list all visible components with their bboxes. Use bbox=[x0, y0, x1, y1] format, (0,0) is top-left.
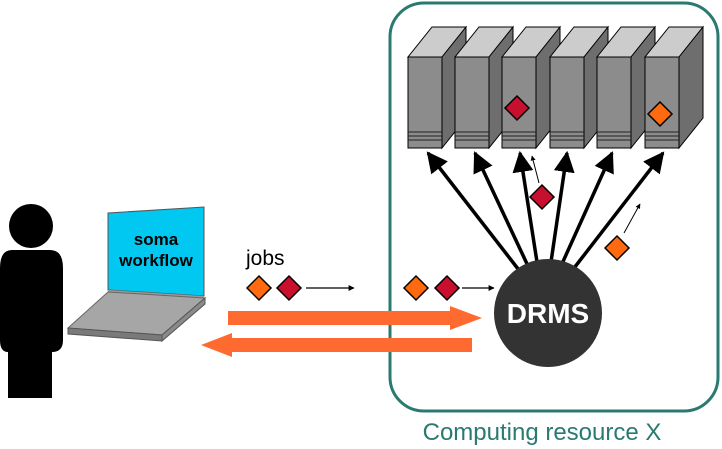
dispatch-arrow bbox=[512, 150, 539, 263]
dispatch-arrow bbox=[549, 150, 575, 263]
dispatch-arrow bbox=[559, 151, 614, 267]
server-rack-icon bbox=[643, 25, 705, 150]
submit-transfer-arrow bbox=[228, 306, 482, 330]
drms-node bbox=[494, 259, 602, 367]
job-diamond-icon bbox=[603, 234, 631, 262]
jobs-label: jobs bbox=[245, 247, 285, 270]
laptop-icon: soma workflow bbox=[66, 206, 207, 343]
job-diamond-icon bbox=[275, 274, 303, 302]
return-transfer-arrow bbox=[201, 333, 472, 357]
computing-resource-label: Computing resource X bbox=[423, 419, 662, 446]
job-transit-arrow bbox=[623, 203, 641, 234]
dispatch-arrow bbox=[473, 151, 530, 267]
job-diamond-icon bbox=[402, 274, 430, 302]
dispatch-arrows bbox=[426, 150, 665, 276]
laptop-screen-text-workflow: workflow bbox=[118, 251, 193, 270]
job-diamond-icon bbox=[528, 183, 556, 211]
job-transit-arrow bbox=[530, 155, 540, 184]
dispatch-arrow bbox=[569, 151, 665, 274]
job-diamond-icon bbox=[433, 274, 461, 302]
laptop-screen-text-soma: soma bbox=[134, 230, 179, 249]
drms-label: DRMS bbox=[507, 298, 589, 329]
computing-resource-panel bbox=[388, 1, 720, 413]
person-icon bbox=[0, 204, 63, 398]
job-diamond-icon bbox=[646, 100, 674, 128]
dispatch-arrow bbox=[426, 151, 524, 276]
job-diamond-icon bbox=[503, 94, 531, 122]
job-diamond-icon bbox=[245, 274, 273, 302]
